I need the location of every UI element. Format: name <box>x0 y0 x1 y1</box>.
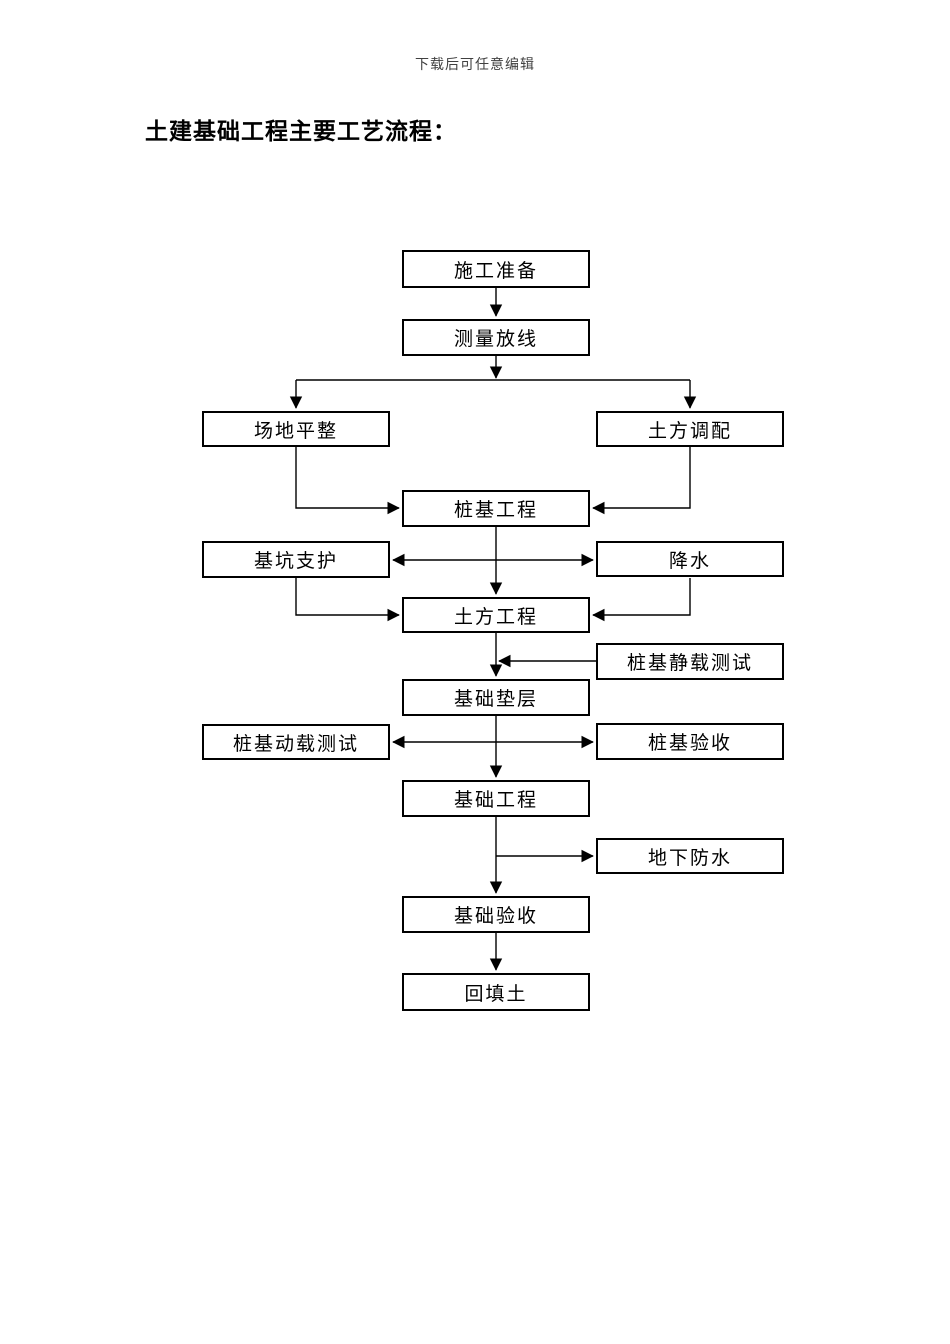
flow-node-label: 场地平整 <box>253 420 338 442</box>
flow-node-pit-support: 基坑支护 <box>202 541 390 578</box>
flow-node-label: 桩基验收 <box>647 733 732 754</box>
flow-node-label: 基坑支护 <box>253 551 338 572</box>
flow-node-label: 桩基静载测试 <box>626 653 753 674</box>
flow-node-pile-acceptance: 桩基验收 <box>596 723 784 760</box>
flow-node-earthwork: 土方工程 <box>402 597 590 633</box>
flow-node-label: 基础工程 <box>453 790 538 811</box>
flow-node-label: 测量放线 <box>453 329 538 350</box>
flowchart: 施工准备 测量放线 场地平整 土方调配 桩基工程 基坑支护 降水 土方工程 桩基… <box>202 250 784 1011</box>
flow-node-label: 桩基动载测试 <box>232 733 359 755</box>
flow-node-label: 土方工程 <box>453 606 538 628</box>
flow-node-label: 回填土 <box>464 983 528 1005</box>
header-note: 下载后可任意编辑 <box>415 58 535 73</box>
flow-node-foundation-cushion: 基础垫层 <box>402 679 590 716</box>
flow-node-pile-static-load-test: 桩基静载测试 <box>596 643 784 680</box>
flow-node-label: 桩基工程 <box>453 500 538 521</box>
flow-node-site-leveling: 场地平整 <box>202 411 390 447</box>
flow-node-label: 基础垫层 <box>453 689 538 710</box>
flow-node-dewatering: 降水 <box>596 541 784 577</box>
flow-node-survey-layout: 测量放线 <box>402 319 590 356</box>
flow-node-label: 降水 <box>668 550 711 572</box>
flow-node-backfill: 回填土 <box>402 973 590 1011</box>
flow-node-label: 地下防水 <box>647 847 732 869</box>
flow-node-pile-dynamic-load-test: 桩基动载测试 <box>202 724 390 760</box>
flow-node-label: 基础验收 <box>453 906 538 927</box>
flow-node-label: 施工准备 <box>453 260 538 282</box>
flow-node-construction-preparation: 施工准备 <box>402 250 590 288</box>
flow-node-underground-waterproofing: 地下防水 <box>596 838 784 874</box>
flow-node-pile-foundation: 桩基工程 <box>402 490 590 527</box>
flowchart-connectors <box>289 288 697 971</box>
flow-node-label: 土方调配 <box>647 420 732 442</box>
flow-node-foundation-works: 基础工程 <box>402 780 590 817</box>
flow-node-earthwork-allocation: 土方调配 <box>596 411 784 447</box>
page-title: 土建基础工程主要工艺流程： <box>145 119 457 144</box>
flow-node-foundation-acceptance: 基础验收 <box>402 896 590 933</box>
